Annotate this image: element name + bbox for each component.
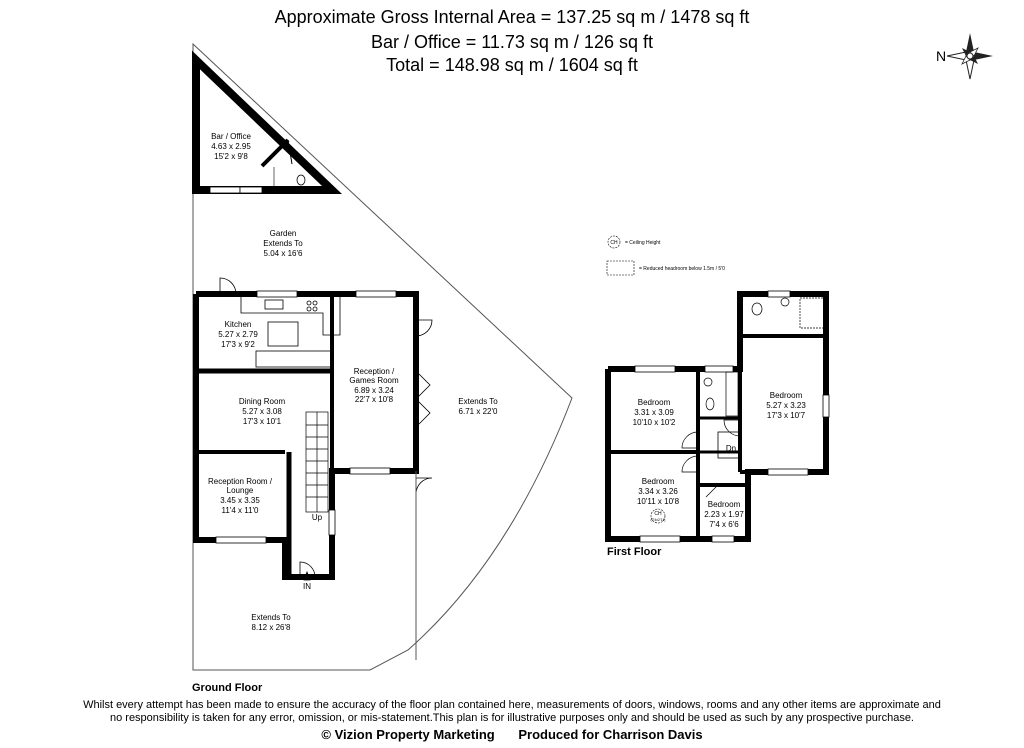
room-dims-dining-metric: 5.27 x 3.08 [242, 407, 282, 416]
disclaimer-line-1: Whilst every attempt has been made to en… [83, 699, 941, 711]
room-dims-reception-metric: 6.89 x 3.24 [354, 386, 394, 395]
staircase [305, 411, 329, 513]
garden-label: Garden [270, 229, 297, 238]
room-label-lounge-1: Reception Room / [208, 477, 273, 486]
room-dims-bedroom-small-imperial: 7'4 x 6'6 [709, 520, 739, 529]
room-label-bedroom-small: Bedroom [708, 500, 741, 509]
first-floor-windows [634, 290, 830, 543]
extends-front-label: Extends To [251, 613, 291, 622]
kitchen-fittings [219, 277, 341, 368]
stairs-down-label: Dn [726, 444, 736, 453]
room-dims-kitchen-metric: 5.27 x 2.79 [218, 330, 258, 339]
room-dims-bedroom-front-imperial: 10'10 x 10'2 [633, 418, 676, 427]
room-dims-bedroom-small-metric: 2.23 x 1.97 [704, 510, 744, 519]
room-dims-lounge-metric: 3.45 x 3.35 [220, 496, 260, 505]
extends-front-dims: 8.12 x 26'8 [252, 623, 291, 632]
plot-boundary [192, 42, 573, 671]
room-dims-bedroom-front-metric: 3.31 x 3.09 [634, 408, 674, 417]
first-floor-label: First Floor [607, 546, 662, 558]
entrance-in-label: IN [303, 582, 311, 591]
disclaimer-line-2: no responsibility is taken for any error… [109, 712, 914, 724]
bathroom-fittings [703, 297, 825, 417]
ceiling-height-legend-text: = Ceiling Height [625, 240, 661, 246]
room-dims-bedroom-rear-imperial: 10'11 x 10'8 [637, 497, 680, 506]
credit-line: © Vizion Property Marketing Produced for… [0, 727, 1024, 742]
room-label-kitchen: Kitchen [225, 320, 252, 329]
ceiling-height-legend-icon [607, 235, 621, 249]
room-dims-bedroom-master-imperial: 17'3 x 10'7 [767, 411, 806, 420]
copyright-text: © Vizion Property Marketing [321, 727, 495, 742]
landing-stairs [717, 431, 741, 459]
room-label-reception-1: Reception / [354, 367, 395, 376]
room-label-lounge-2: Lounge [227, 486, 254, 495]
first-floor-doors [681, 419, 741, 498]
room-dims-reception-imperial: 22'7 x 10'8 [355, 395, 394, 404]
entrance-door [299, 561, 316, 581]
ground-floor-windows [215, 290, 397, 544]
room-label-reception-2: Games Room [349, 376, 399, 385]
room-label-dining: Dining Room [239, 397, 286, 406]
produced-for-text: Produced for Charrison Davis [518, 727, 703, 742]
ceiling-height-value: (2'4x2'11) [651, 518, 666, 522]
room-label-bedroom-front: Bedroom [638, 398, 671, 407]
area-line-bar-office: Bar / Office = 11.73 sq m / 126 sq ft [371, 32, 653, 52]
garden-extends-label: Extends To [263, 239, 303, 248]
garden-dims: 5.04 x 16'6 [264, 249, 303, 258]
reduced-headroom-legend-text: = Reduced headroom below 1.5m / 5'0 [639, 266, 725, 272]
room-dims-bedroom-rear-metric: 3.34 x 3.26 [638, 487, 678, 496]
stairs-up-label: Up [312, 513, 323, 522]
ceiling-height-legend-symbol: CH [610, 240, 618, 246]
area-line-total: Total = 148.98 sq m / 1604 sq ft [386, 55, 638, 75]
bar-office-outbuilding [192, 50, 342, 194]
ceiling-height-badge-icon [650, 508, 666, 524]
ground-floor-label: Ground Floor [192, 682, 263, 694]
room-dims-dining-imperial: 17'3 x 10'1 [243, 417, 282, 426]
compass-rose-icon [946, 33, 993, 80]
reduced-headroom-legend-icon [606, 260, 635, 276]
room-label-bedroom-rear: Bedroom [642, 477, 675, 486]
extends-right-label: Extends To [458, 397, 498, 406]
room-dims-lounge-imperial: 11'4 x 11'0 [221, 506, 259, 515]
room-dims-bedroom-master-metric: 5.27 x 3.23 [766, 401, 806, 410]
room-label-bedroom-master: Bedroom [770, 391, 803, 400]
area-line-gross: Approximate Gross Internal Area = 137.25… [274, 7, 750, 27]
room-dims-bar-office-imperial: 15'2 x 9'8 [214, 152, 248, 161]
extends-right-dims: 6.71 x 22'0 [459, 407, 498, 416]
room-dims-bar-office-metric: 4.63 x 2.95 [211, 142, 251, 151]
ceiling-height-badge: CH [654, 511, 662, 517]
room-dims-kitchen-imperial: 17'3 x 9'2 [221, 340, 255, 349]
room-label-bar-office: Bar / Office [211, 132, 251, 141]
compass-north-letter: N [936, 48, 946, 64]
